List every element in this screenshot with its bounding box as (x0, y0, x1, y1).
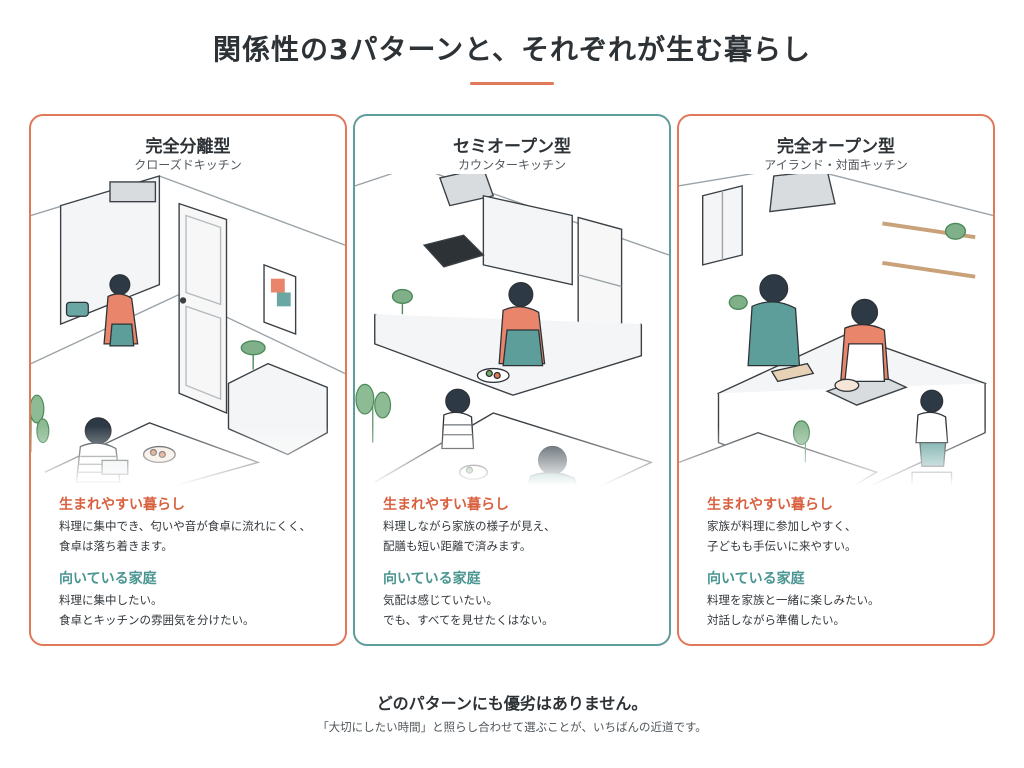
life-heading: 生まれやすい暮らし (59, 497, 185, 513)
family-line: でも、すべてを見せたくはない。 (383, 613, 554, 627)
family-description: 料理に集中したい。 食卓とキッチンの雰囲気を分けたい。 (59, 590, 335, 630)
life-description: 料理しながら家族の様子が見え、 配膳も短い距離で済みます。 (383, 516, 659, 556)
life-description: 料理に集中でき、匂いや音が食卓に流れにくく、 食卓は落ち着きます。 (59, 516, 335, 556)
life-line: 料理に集中でき、匂いや音が食卓に流れにくく、 (59, 519, 311, 533)
family-line: 料理に集中したい。 (59, 593, 163, 607)
footer-note: 「大切にしたい時間」と照らし合わせて選ぶことが、いちばんの近道です。 (317, 720, 707, 734)
family-line: 対話しながら準備したい。 (707, 613, 845, 627)
family-line: 料理を家族と一緒に楽しみたい。 (707, 593, 880, 607)
family-heading: 向いている家庭 (707, 571, 805, 587)
life-line: 配膳も短い距離で済みます。 (383, 539, 532, 553)
page-title: 関係性の3パターンと、それぞれが生む暮らし (213, 33, 811, 66)
card-subtitle: アイランド・対面キッチン (764, 158, 908, 172)
card-semi-open-kitchen: セミオープン型 カウンターキッチン (353, 114, 671, 646)
family-line: 気配は感じていたい。 (383, 593, 498, 607)
card-open-kitchen: 完全オープン型 アイランド・対面キッチン (677, 114, 995, 646)
family-description: 料理を家族と一緒に楽しみたい。 対話しながら準備したい。 (707, 590, 983, 630)
family-line: 食卓とキッチンの雰囲気を分けたい。 (59, 613, 255, 627)
illustration-fade (355, 426, 669, 496)
illustration-fade (31, 426, 345, 496)
footer-statement: どのパターンにも優劣はありません。 (376, 694, 648, 713)
family-heading: 向いている家庭 (59, 571, 157, 587)
illustration-fade (679, 426, 993, 496)
life-heading: 生まれやすい暮らし (383, 497, 509, 513)
life-line: 料理しながら家族の様子が見え、 (383, 519, 556, 533)
life-line: 食卓は落ち着きます。 (59, 539, 173, 553)
card-subtitle: クローズドキッチン (134, 158, 242, 172)
family-description: 気配は感じていたい。 でも、すべてを見せたくはない。 (383, 590, 659, 630)
card-closed-kitchen: 完全分離型 クローズドキッチン (29, 114, 347, 646)
life-description: 家族が料理に参加しやすく、 子どもも手伝いに来やすい。 (707, 516, 983, 556)
title-underline (470, 82, 554, 85)
life-heading: 生まれやすい暮らし (707, 497, 833, 513)
card-title: セミオープン型 (453, 137, 571, 157)
family-heading: 向いている家庭 (383, 571, 481, 587)
card-title: 完全分離型 (145, 137, 231, 157)
life-line: 家族が料理に参加しやすく、 (707, 519, 857, 533)
card-title: 完全オープン型 (777, 137, 895, 157)
life-line: 子どもも手伝いに来やすい。 (707, 539, 857, 553)
card-subtitle: カウンターキッチン (457, 158, 566, 172)
